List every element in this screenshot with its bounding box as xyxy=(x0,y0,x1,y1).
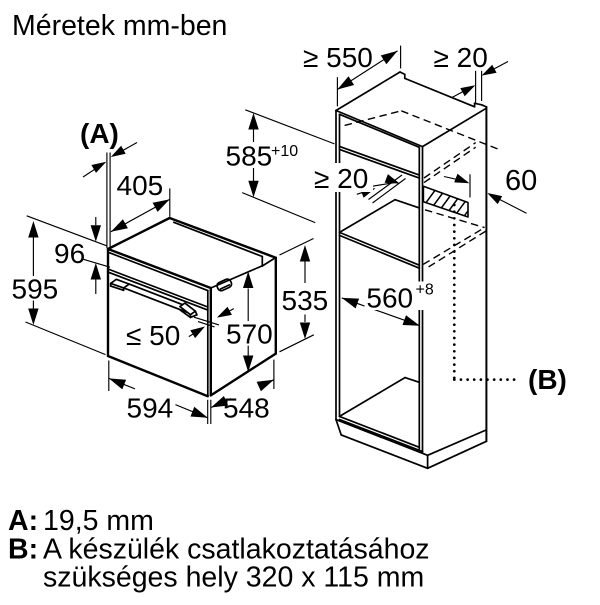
svg-text:(A): (A) xyxy=(80,118,119,149)
svg-text:594: 594 xyxy=(127,393,174,424)
svg-text:+8: +8 xyxy=(416,282,434,299)
svg-text:96: 96 xyxy=(54,238,85,269)
svg-text:szükséges hely 320 x 115 mm: szükséges hely 320 x 115 mm xyxy=(43,562,424,594)
svg-text:(B): (B) xyxy=(528,364,567,395)
svg-text:Méretek mm-ben: Méretek mm-ben xyxy=(12,10,227,42)
svg-text:A készülék csatlakoztatásához: A készülék csatlakoztatásához xyxy=(43,533,430,565)
svg-text:535: 535 xyxy=(282,285,329,316)
svg-text:19,5 mm: 19,5 mm xyxy=(43,505,154,537)
svg-text:560: 560 xyxy=(366,283,413,314)
svg-text:405: 405 xyxy=(117,170,164,201)
svg-text:60: 60 xyxy=(505,165,537,197)
svg-text:≥ 550: ≥ 550 xyxy=(303,42,373,73)
svg-text:+10: +10 xyxy=(271,143,298,160)
svg-text:A:: A: xyxy=(8,505,38,537)
svg-text:548: 548 xyxy=(223,393,270,424)
svg-text:≤ 50: ≤ 50 xyxy=(126,320,180,351)
svg-text:595: 595 xyxy=(12,274,59,305)
svg-text:≥ 20: ≥ 20 xyxy=(434,42,488,73)
svg-text:570: 570 xyxy=(226,319,273,350)
svg-text:≥ 20: ≥ 20 xyxy=(314,163,368,194)
svg-text:585: 585 xyxy=(226,140,273,171)
svg-text:B:: B: xyxy=(8,533,38,565)
